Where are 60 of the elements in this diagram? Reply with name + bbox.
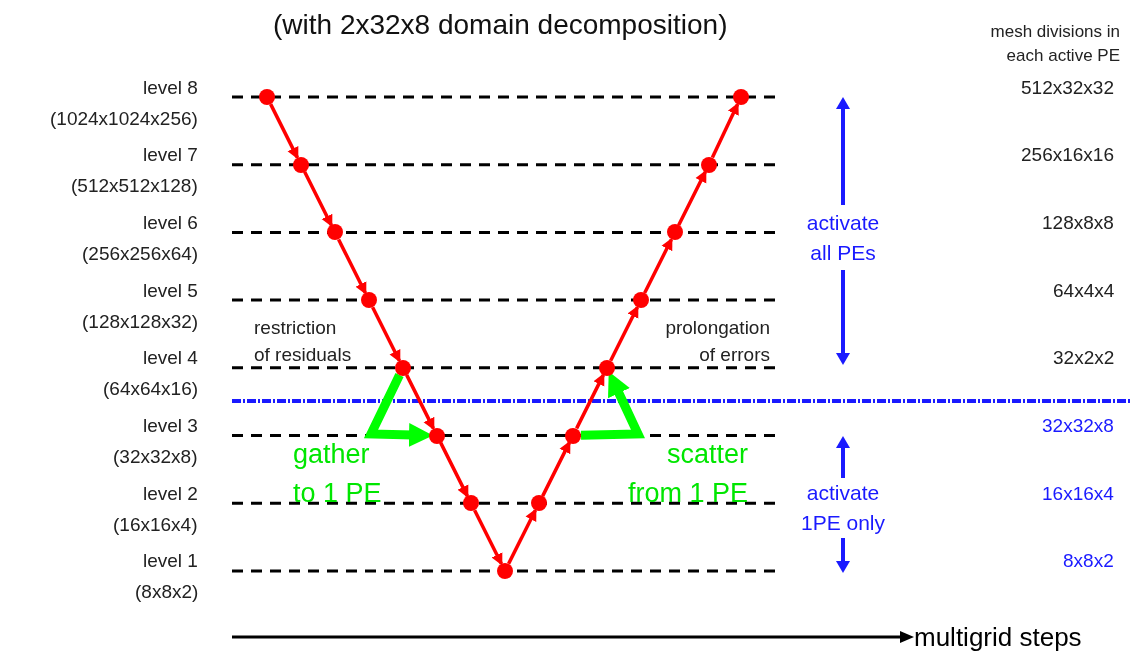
arrow (541, 440, 571, 497)
grid-point (667, 224, 683, 241)
arrow (371, 306, 401, 363)
arrow (439, 441, 469, 498)
grid-point (395, 359, 411, 376)
level-label: level 1 (143, 549, 198, 574)
arrow (677, 170, 707, 227)
grid-point (327, 224, 343, 241)
grid-point (565, 427, 581, 444)
process-label: prolongation of errors (664, 315, 770, 368)
grid-size-label: (1024x1024x256) (50, 106, 198, 131)
arrow (507, 508, 537, 565)
process-label: scatter from 1 PE (626, 438, 748, 511)
process-label: gather to 1 PE (293, 438, 383, 511)
grid-point (599, 359, 615, 376)
arrow (405, 374, 435, 431)
arrow (710, 102, 740, 159)
grid-size-label: (16x16x4) (113, 512, 198, 537)
mesh-size-label: 8x8x2 (1063, 549, 1114, 574)
grid-size-label: (128x128x32) (82, 309, 199, 334)
level-label: level 8 (143, 75, 198, 100)
arrow (303, 171, 333, 228)
mesh-size-label: 32x32x8 (1042, 414, 1114, 438)
mesh-size-label: 512x32x32 (1021, 75, 1114, 100)
grid-size-label: (8x8x2) (135, 580, 199, 605)
grid-point (701, 156, 717, 173)
diagram-title: (with 2x32x8 domain decomposition) (273, 7, 728, 42)
process-label: restriction of residuals (254, 315, 353, 368)
level-label: level 3 (143, 414, 198, 438)
grid-point (733, 89, 749, 105)
level-label: level 6 (143, 210, 198, 235)
mesh-size-label: 32x2x2 (1053, 346, 1115, 371)
grid-point (497, 562, 513, 579)
level-label: level 4 (143, 346, 198, 371)
grid-point (361, 292, 377, 309)
grid-size-label: (512x512x128) (71, 174, 198, 199)
grid-size-label: (32x32x8) (113, 445, 198, 469)
arrow (473, 509, 503, 566)
mesh-size-label: 128x8x8 (1042, 210, 1114, 235)
mesh-size-label: 16x16x4 (1042, 481, 1114, 506)
level-label: level 5 (143, 278, 198, 303)
arrow (575, 373, 605, 430)
grid-point (429, 427, 445, 444)
level-label: level 2 (143, 481, 198, 506)
grid-point (259, 89, 275, 105)
arrow (609, 305, 639, 362)
grid-point (633, 292, 649, 309)
arrow (643, 237, 673, 294)
arrow (269, 103, 299, 160)
grid-size-label: (256x256x64) (82, 241, 199, 266)
mesh-size-label: 64x4x4 (1053, 278, 1115, 303)
level-label: level 7 (143, 143, 198, 168)
grid-size-label: (64x64x16) (103, 377, 199, 402)
grid-point (293, 156, 309, 173)
axis-label: multigrid steps (914, 621, 1082, 654)
mesh-size-label: 256x16x16 (1021, 143, 1114, 168)
column-heading: mesh divisions in each active PE (989, 20, 1120, 68)
grid-point (531, 495, 547, 512)
arrow (337, 238, 367, 295)
grid-point (463, 495, 479, 512)
